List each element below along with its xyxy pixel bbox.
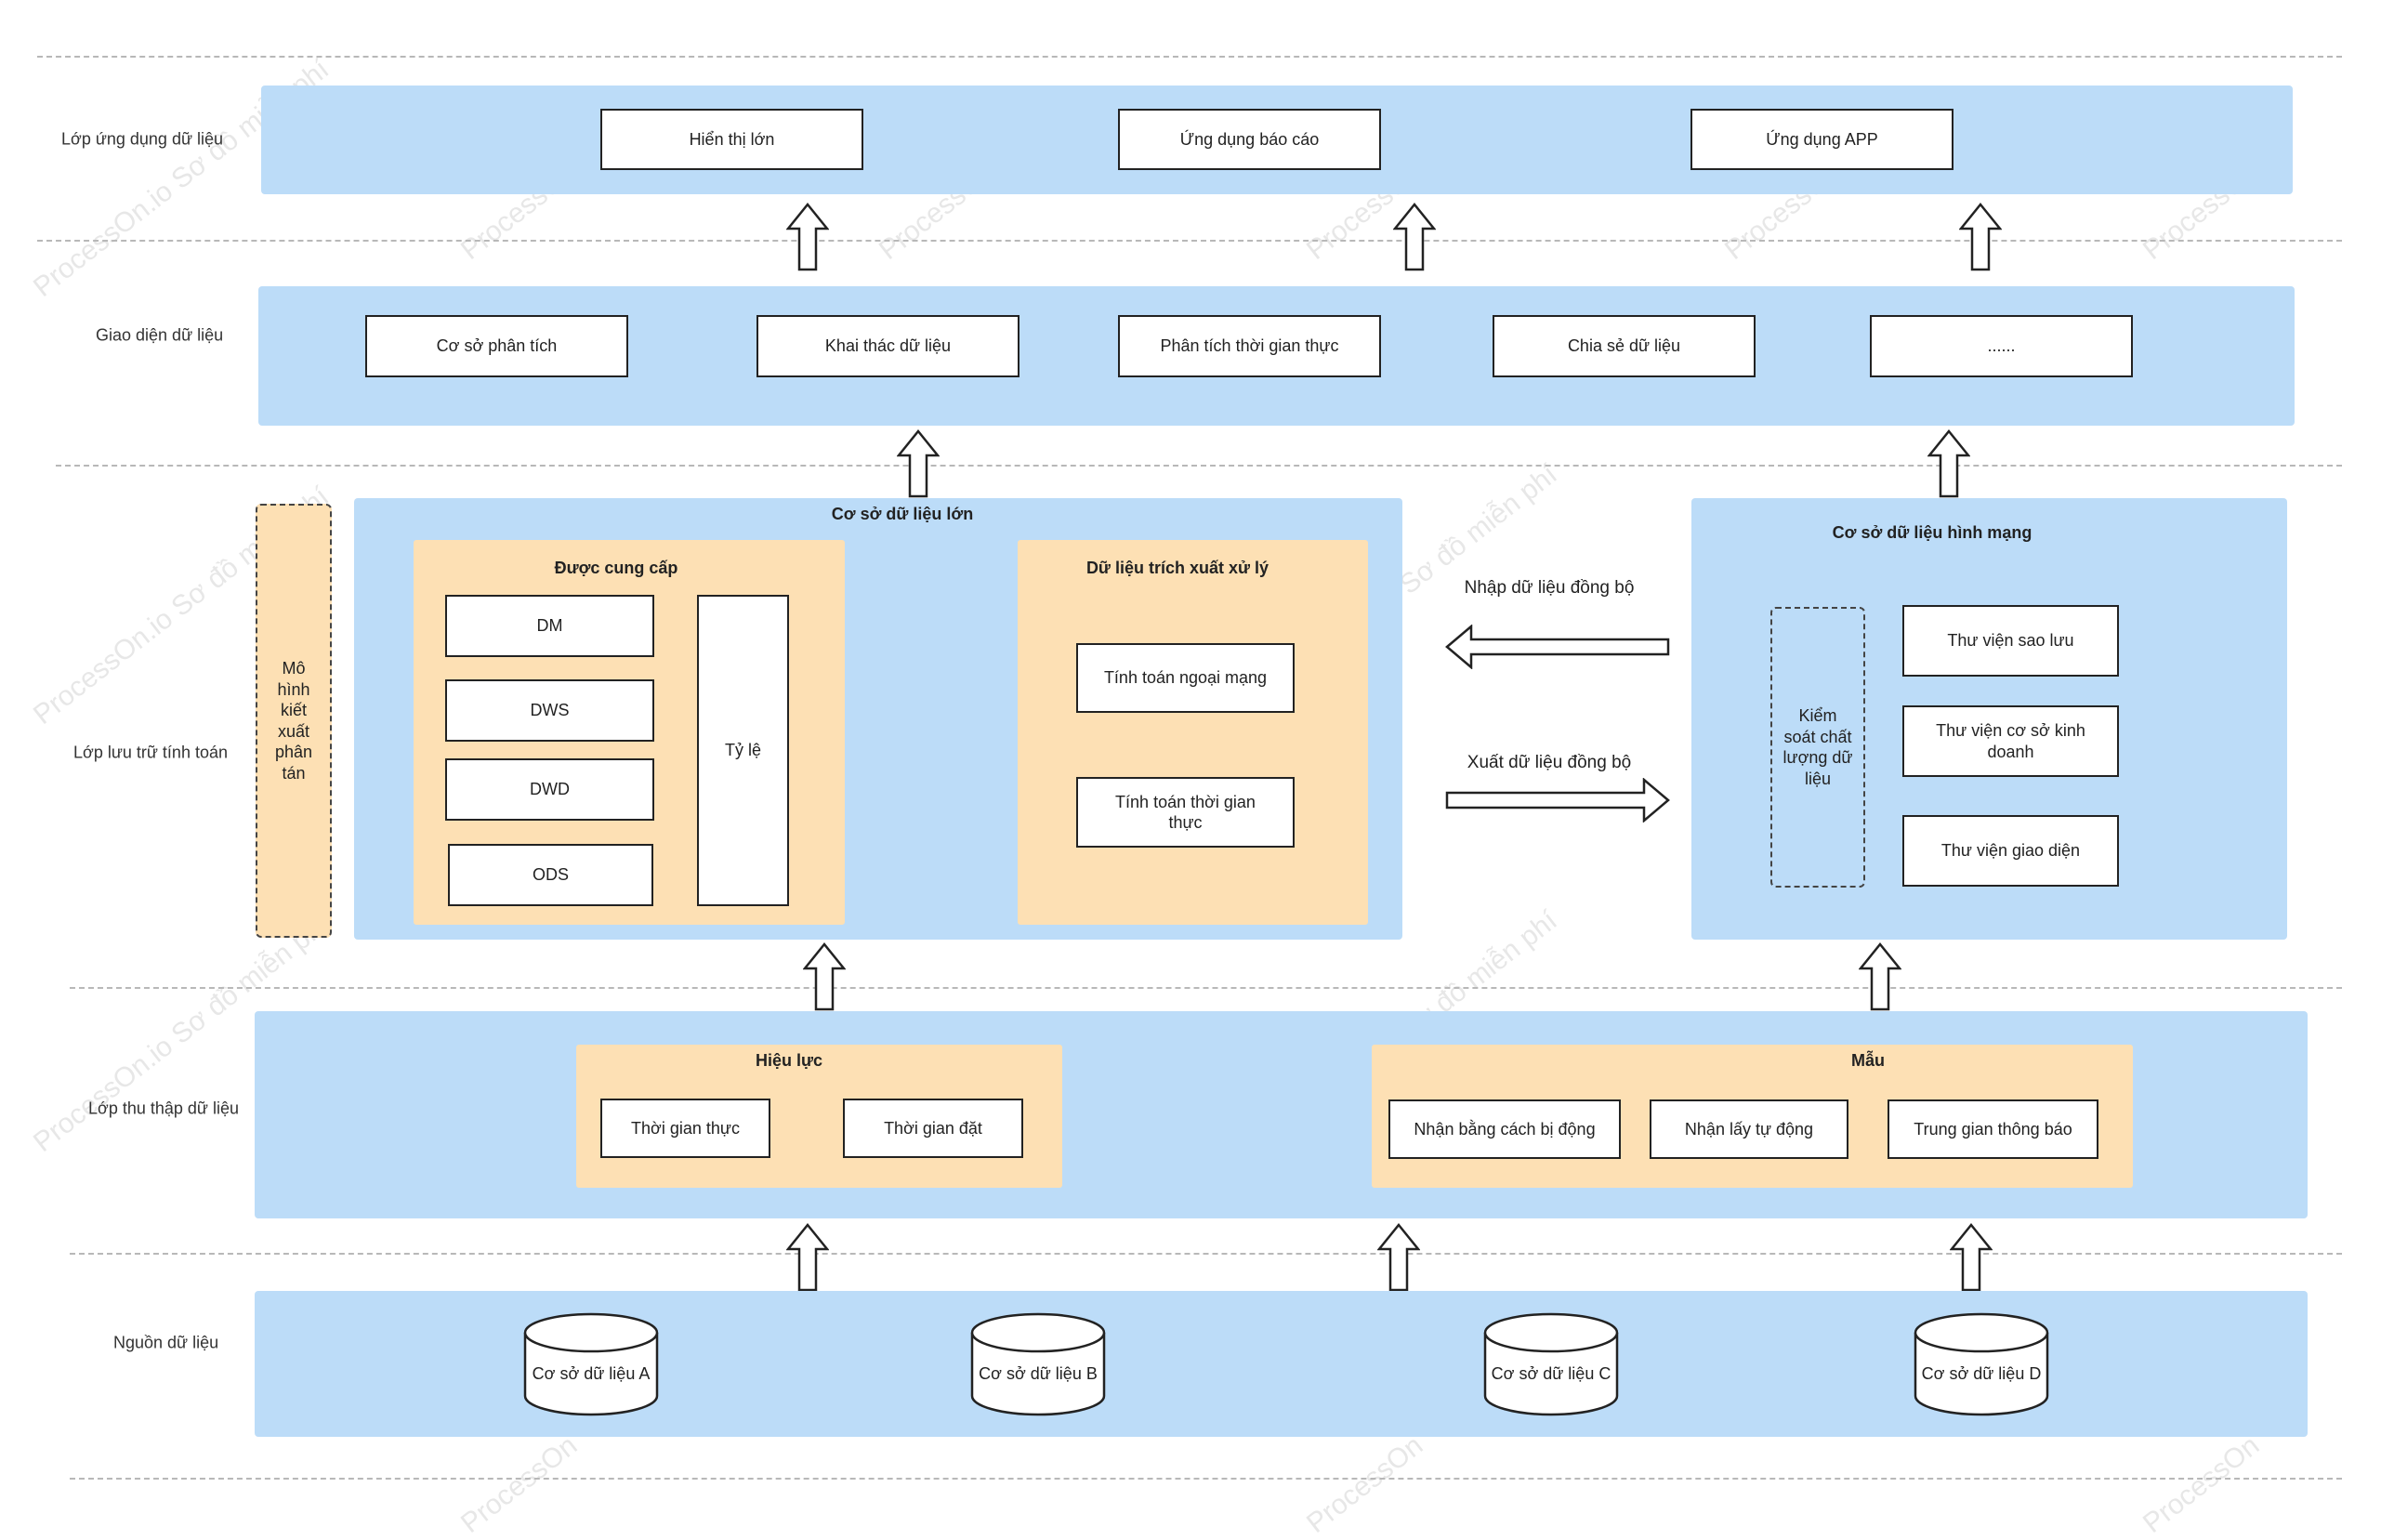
layer-label-collection: Lớp thu thập dữ liệu: [88, 1099, 239, 1118]
watermark: ProcessOn: [455, 1429, 584, 1540]
separator-line: [70, 1253, 2342, 1255]
collect-active[interactable]: Nhận lấy tự động: [1650, 1099, 1848, 1159]
layer-label-application: Lớp ứng dụng dữ liệu: [61, 129, 224, 149]
sync-out-label: Xuất dữ liệu đồng bộ: [1467, 753, 1632, 772]
arrow-up-icon: [1859, 942, 1901, 1011]
app-report[interactable]: Ứng dụng báo cáo: [1118, 109, 1381, 170]
watermark: ProcessOn: [2138, 1429, 2266, 1540]
interface-data-sharing[interactable]: Chia sẻ dữ liệu: [1493, 315, 1756, 377]
database-icon: [1914, 1312, 2049, 1416]
arrow-up-icon: [786, 1223, 829, 1292]
layer-dm[interactable]: DM: [445, 595, 654, 657]
layer-label-source: Nguồn dữ liệu: [113, 1333, 219, 1352]
layer-label-interface: Giao diện dữ liệu: [96, 325, 224, 345]
separator-line: [56, 465, 2342, 467]
database-icon: [1483, 1312, 1619, 1416]
business-library[interactable]: Thư viện cơ sở kinh doanh: [1902, 705, 2119, 777]
pattern-title: Mẫu: [1851, 1051, 1885, 1070]
separator-line: [37, 240, 2342, 242]
arrow-up-icon: [1927, 429, 1970, 498]
collect-realtime[interactable]: Thời gian thực: [600, 1099, 770, 1158]
sync-in-label: Nhập dữ liệu đồng bộ: [1464, 578, 1635, 598]
database-c[interactable]: Cơ sở dữ liệu C: [1483, 1310, 1619, 1418]
arrow-right-icon: [1445, 778, 1670, 823]
bigdata-title: Cơ sở dữ liệu lớn: [831, 505, 974, 523]
collect-scheduled[interactable]: Thời gian đặt: [843, 1099, 1023, 1158]
separator-line: [37, 56, 2342, 58]
interface-data-mining[interactable]: Khai thác dữ liệu: [756, 315, 1019, 377]
arrow-up-icon: [1377, 1223, 1420, 1292]
distributed-model-box[interactable]: Mô hình kiết xuất phân tán: [256, 504, 332, 938]
layer-label-storage: Lớp lưu trữ tính toán: [73, 743, 228, 762]
collect-passive[interactable]: Nhận bằng cách bị động: [1388, 1099, 1621, 1159]
arrow-up-icon: [786, 203, 829, 271]
database-label: Cơ sở dữ liệu D: [1921, 1364, 2042, 1383]
app-mobile[interactable]: Ứng dụng APP: [1690, 109, 1953, 170]
data-quality-box[interactable]: Kiểm soát chất lượng dữ liệu: [1770, 607, 1865, 888]
provided-title: Được cung cấp: [554, 559, 678, 577]
layer-dws[interactable]: DWS: [445, 679, 654, 742]
collect-message-broker[interactable]: Trung gian thông báo: [1888, 1099, 2098, 1159]
data-quality-label: Kiểm soát chất lượng dữ liệu: [1782, 706, 1853, 788]
distributed-model-label: Mô hình kiết xuất phân tán: [274, 659, 313, 783]
separator-line: [70, 1478, 2342, 1480]
effect-title: Hiệu lực: [755, 1051, 823, 1070]
layer-dwd[interactable]: DWD: [445, 758, 654, 821]
interface-library[interactable]: Thư viện giao diện: [1902, 815, 2119, 887]
database-d[interactable]: Cơ sở dữ liệu D: [1914, 1310, 2049, 1418]
arrow-up-icon: [803, 942, 846, 1011]
arrow-up-icon: [897, 429, 940, 498]
ratio-box[interactable]: Tỷ lệ: [697, 595, 789, 906]
database-icon: [523, 1312, 659, 1416]
layer-ods[interactable]: ODS: [448, 844, 653, 906]
extract-panel: [1018, 540, 1368, 925]
database-label: Cơ sở dữ liệu A: [532, 1364, 651, 1383]
arrow-up-icon: [1959, 203, 2002, 271]
database-a[interactable]: Cơ sở dữ liệu A: [523, 1310, 659, 1418]
offline-compute[interactable]: Tính toán ngoại mạng: [1076, 643, 1295, 713]
arrow-up-icon: [1950, 1223, 1993, 1292]
app-large-display[interactable]: Hiển thị lớn: [600, 109, 863, 170]
graph-db-title: Cơ sở dữ liệu hình mạng: [1832, 523, 2032, 542]
watermark: ProcessOn: [1301, 1429, 1429, 1540]
database-icon: [970, 1312, 1106, 1416]
realtime-compute[interactable]: Tính toán thời gian thực: [1076, 777, 1295, 848]
database-label: Cơ sở dữ liệu C: [1491, 1364, 1611, 1383]
interface-analysis-base[interactable]: Cơ sở phân tích: [365, 315, 628, 377]
arrow-up-icon: [1393, 203, 1436, 271]
separator-line: [70, 987, 2342, 989]
arrow-left-icon: [1445, 625, 1670, 669]
backup-library[interactable]: Thư viện sao lưu: [1902, 605, 2119, 677]
database-label: Cơ sở dữ liệu B: [979, 1364, 1098, 1383]
interface-realtime-analysis[interactable]: Phân tích thời gian thực: [1118, 315, 1381, 377]
extract-title: Dữ liệu trích xuất xử lý: [1085, 559, 1269, 577]
database-b[interactable]: Cơ sở dữ liệu B: [970, 1310, 1106, 1418]
interface-more[interactable]: ......: [1870, 315, 2133, 377]
